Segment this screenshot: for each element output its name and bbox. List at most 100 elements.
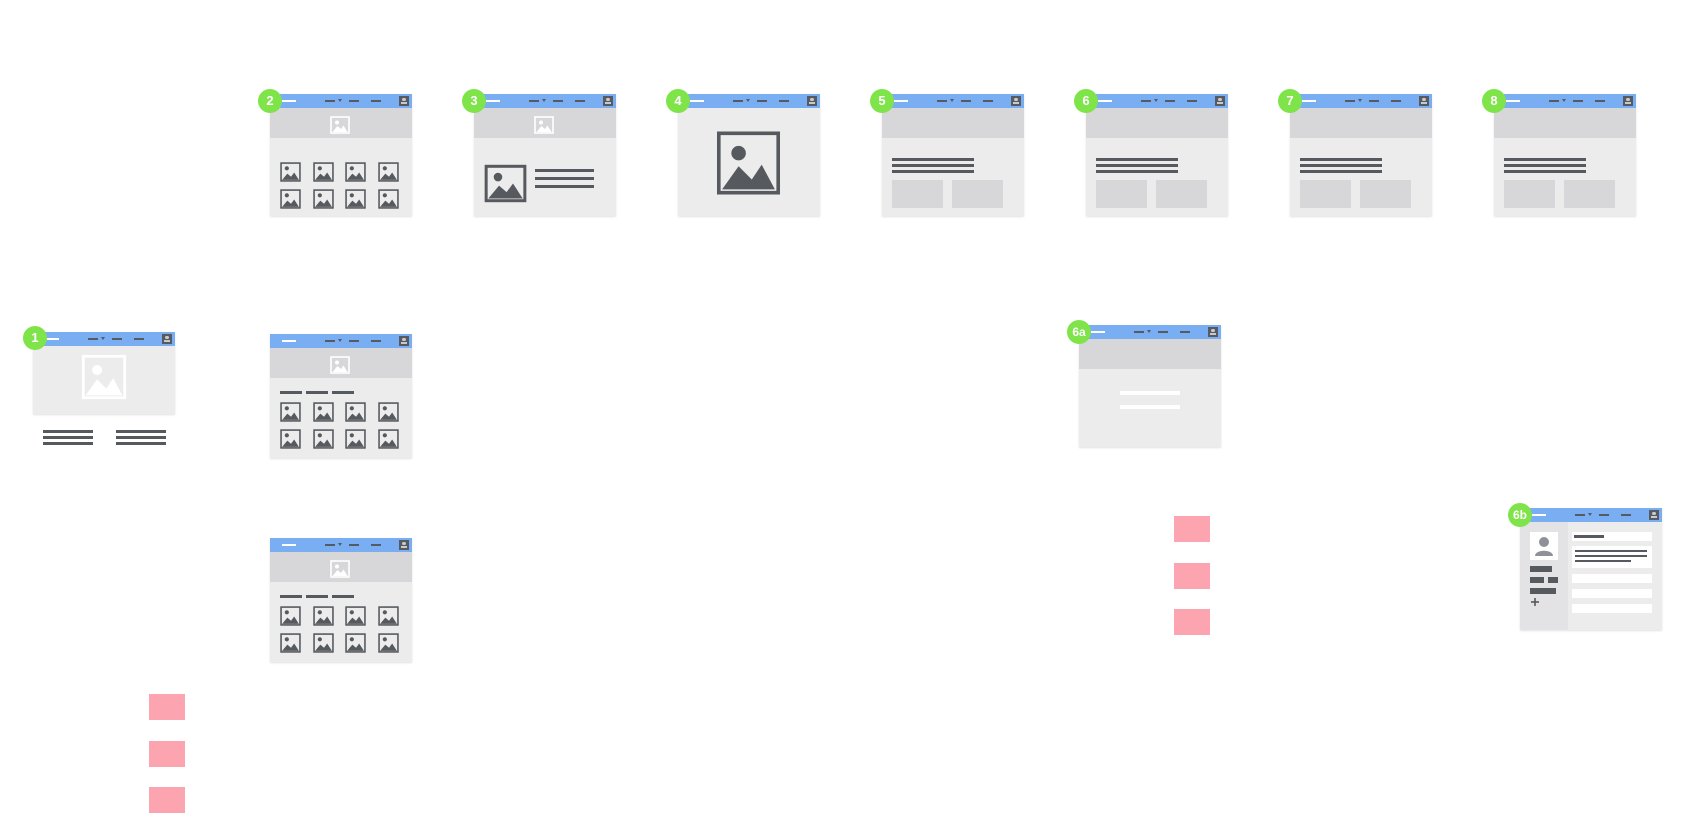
image-placeholder-icon [330, 116, 350, 134]
wireframe-screen-3 [474, 94, 616, 216]
nav-bar [270, 334, 412, 348]
sticky-note [149, 787, 185, 813]
step-badge: 7 [1278, 89, 1302, 113]
hero-banner [1079, 339, 1221, 369]
text-line [535, 185, 594, 188]
text-line [535, 169, 594, 172]
wireframe-screen-2 [270, 94, 412, 216]
hero-banner [1494, 108, 1636, 138]
filter-tab [306, 391, 328, 394]
image-placeholder-icon [312, 402, 334, 427]
sticky-note [149, 694, 185, 720]
nav-bar [1494, 94, 1636, 108]
wireframe-screen-1 [33, 332, 175, 414]
content-box [892, 180, 943, 208]
image-placeholder-icon [484, 164, 527, 203]
image-placeholder-icon [81, 354, 127, 400]
text-line [43, 442, 93, 445]
text-line [1504, 170, 1586, 173]
hero-banner [882, 108, 1024, 138]
text-line [43, 436, 93, 439]
wireframe-screen-6b [1520, 508, 1662, 630]
image-placeholder-icon [280, 633, 301, 658]
filter-tab [306, 595, 328, 598]
text-line [116, 442, 166, 445]
text-line [1300, 170, 1382, 173]
image-placeholder-icon [345, 606, 366, 631]
text-line [1504, 164, 1586, 167]
nav-bar [1520, 508, 1662, 522]
text-line [116, 430, 166, 433]
plus-icon [1531, 598, 1539, 606]
field-label [1574, 535, 1604, 538]
image-placeholder-icon [716, 131, 781, 195]
image-placeholder-icon [534, 116, 554, 134]
step-badge: 1 [23, 326, 47, 350]
image-placeholder-icon [330, 356, 350, 374]
form-field [1572, 604, 1652, 613]
step-badge: 3 [462, 89, 486, 113]
content-box [1300, 180, 1351, 208]
nav-bar [1079, 325, 1221, 339]
hero-banner [1290, 108, 1432, 138]
content-box [1360, 180, 1411, 208]
nav-bar [1290, 94, 1432, 108]
text-line [1575, 555, 1647, 557]
hero-banner [1086, 108, 1228, 138]
step-badge: 2 [258, 89, 282, 113]
sticky-note [1174, 609, 1210, 635]
form-field [1572, 574, 1652, 583]
content-box [1564, 180, 1615, 208]
wireframe-screen-4 [678, 94, 820, 216]
tag-chip [1530, 566, 1552, 572]
text-line [1575, 560, 1631, 562]
text-line [1096, 170, 1178, 173]
content-box [1156, 180, 1207, 208]
image-placeholder-icon [345, 402, 366, 427]
image-placeholder-icon [377, 606, 399, 631]
image-placeholder-icon [312, 606, 334, 631]
image-placeholder-icon [377, 402, 399, 427]
filter-tab [280, 595, 302, 598]
text-line [43, 430, 93, 433]
step-badge: 6a [1067, 320, 1091, 344]
wireframe-screen-8 [1494, 94, 1636, 216]
text-line [1504, 158, 1586, 161]
image-placeholder-icon [377, 633, 399, 658]
image-placeholder-icon [377, 429, 399, 454]
message-line [1120, 391, 1180, 395]
form-field [1572, 589, 1652, 598]
image-placeholder-icon [280, 162, 301, 187]
filter-tab [332, 391, 354, 394]
image-placeholder-icon [312, 429, 334, 454]
text-line [116, 436, 166, 439]
image-placeholder-icon [280, 402, 301, 427]
text-line [892, 170, 974, 173]
user-avatar-icon [1535, 537, 1553, 556]
image-placeholder-icon [345, 162, 366, 187]
image-placeholder-icon [345, 189, 366, 214]
hero-banner [270, 348, 412, 378]
content-box [1096, 180, 1147, 208]
sticky-note [149, 741, 185, 767]
nav-bar [270, 94, 412, 108]
form-field [1572, 532, 1652, 541]
wireframe-screen-6 [1086, 94, 1228, 216]
wireframe-screen-7 [1290, 94, 1432, 216]
image-placeholder-icon [377, 189, 399, 214]
text-line [1096, 164, 1178, 167]
wireframe-screen-5 [882, 94, 1024, 216]
nav-bar [270, 538, 412, 552]
step-badge: 6 [1074, 89, 1098, 113]
sticky-note [1174, 516, 1210, 542]
image-placeholder-icon [345, 429, 366, 454]
text-line [892, 158, 974, 161]
text-line [1096, 158, 1178, 161]
image-placeholder-icon [312, 189, 334, 214]
image-placeholder-icon [280, 606, 301, 631]
step-badge: 4 [666, 89, 690, 113]
nav-bar [882, 94, 1024, 108]
image-placeholder-icon [330, 560, 350, 578]
avatar [1530, 532, 1558, 560]
text-line [1575, 550, 1647, 552]
